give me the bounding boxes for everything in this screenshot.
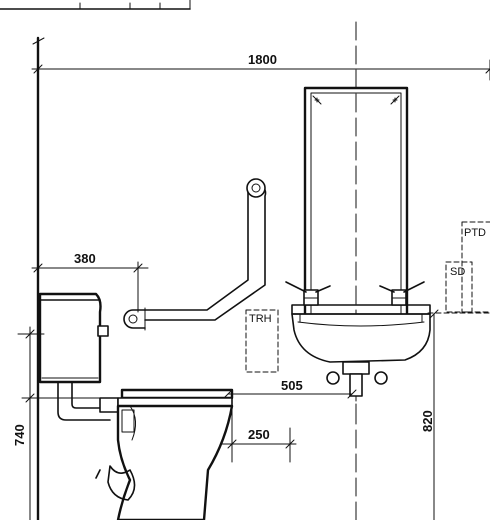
basin-height-dimension: 820 [420,309,439,520]
grab-rail-icon [123,178,267,331]
left-wall [32,36,45,520]
seat-height-dimension: 740 [12,326,123,520]
paper-towel-dispenser-icon: PTD [461,221,490,313]
lever-tap-icon-right [379,281,425,306]
pan-projection-dimension: 505 [223,378,357,399]
soap-dispenser-icon: SD [445,261,473,313]
rail-offset-dimension: 380 [31,251,149,313]
basin-height-label: 820 [420,410,435,432]
pan-front-offset-label: 250 [248,427,270,442]
rail-offset-label: 380 [74,251,96,266]
seat-height-label: 740 [12,424,27,446]
ptd-label: PTD [464,227,486,239]
toilet-roll-holder-icon: TRH [245,309,279,373]
pan-front-offset-dimension: 250 [221,411,297,463]
sd-label: SD [450,266,465,278]
lever-tap-icon-left [285,281,331,306]
wc-pan-icon [95,388,234,520]
overall-width-dimension: 1800 [31,52,490,81]
overall-width-label: 1800 [248,52,277,67]
trh-label: TRH [249,313,272,325]
flush-pipe [57,381,119,421]
washbasin-icon [285,281,431,421]
title-block-fragment [0,0,191,10]
pan-projection-label: 505 [281,378,303,393]
cistern-icon [38,292,109,384]
